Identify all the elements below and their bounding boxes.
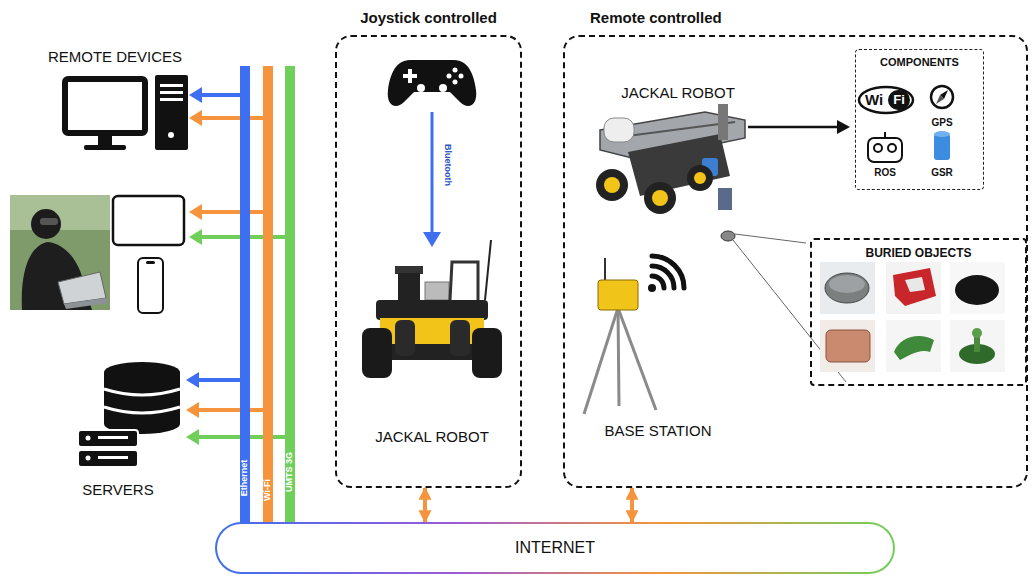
bus-lines	[240, 66, 295, 525]
bus-label: Ethernet	[240, 460, 250, 497]
node-title: Remote controlled	[590, 9, 722, 26]
component-label: GPS	[931, 117, 952, 128]
logo-text: Fi	[893, 93, 905, 107]
buried-objects-box: BURIED OBJECTS	[810, 238, 1027, 386]
node-title: Joystick controlled	[360, 9, 497, 26]
bus-label: Wi-Fi	[263, 479, 273, 501]
logo-text: Wi	[865, 92, 883, 109]
robot-label: JACKAL ROBOT	[375, 429, 489, 446]
mobile-icons	[113, 196, 184, 313]
desktop-icon	[65, 75, 188, 150]
server-icon	[78, 362, 180, 467]
link-label: Bluetooth	[442, 144, 452, 186]
bluetooth-arrow	[423, 112, 441, 247]
bus-label: UMTS 3G	[285, 452, 295, 492]
group-box: Remote controlledCOMPONENTSBURIED OBJECT…	[563, 35, 1028, 488]
component-icons	[859, 86, 953, 162]
buried-object-images	[820, 262, 1005, 372]
component-label: GSR	[931, 167, 953, 178]
operator-photo	[10, 195, 110, 310]
group-label: SERVERS	[82, 482, 153, 499]
jackal-robot	[362, 240, 502, 378]
double-arrow	[630, 488, 634, 522]
base-station	[584, 258, 656, 414]
node-title: BURIED OBJECTS	[812, 246, 1025, 260]
node-title: INTERNET	[515, 539, 595, 557]
group-box: Joystick controlled	[335, 35, 522, 488]
station-label: BASE STATION	[605, 423, 712, 440]
group-label: REMOTE DEVICES	[48, 49, 182, 66]
double-arrow	[423, 488, 427, 522]
component-label: ROS	[874, 167, 896, 178]
node-title: COMPONENTS	[856, 56, 983, 68]
robot-label: JACKAL ROBOT	[621, 85, 735, 102]
gamepad-icon	[388, 60, 477, 106]
wifi-signal	[648, 256, 684, 292]
internet-band: INTERNET	[215, 522, 895, 574]
